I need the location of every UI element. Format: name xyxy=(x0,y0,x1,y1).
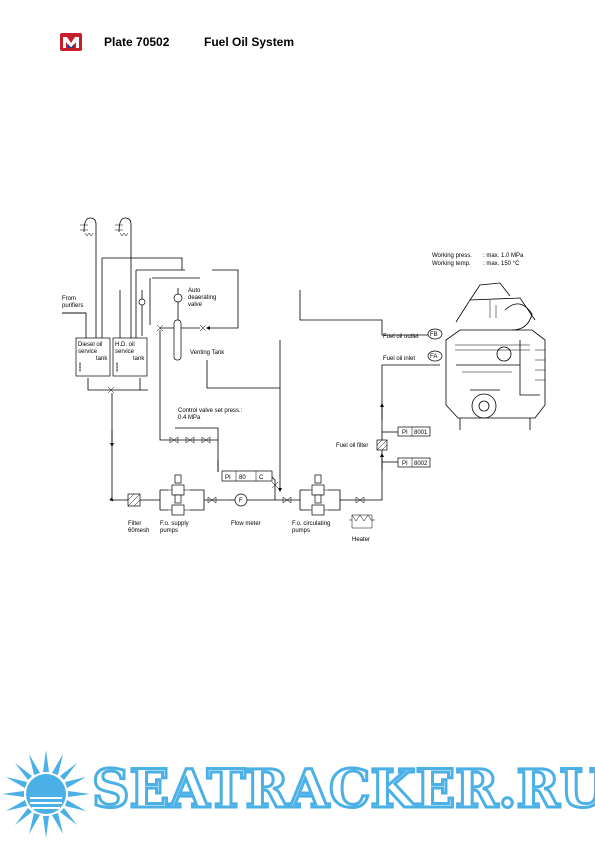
svg-text:tank: tank xyxy=(96,356,108,362)
pi-8001-indicator: PI 8001 xyxy=(397,426,431,437)
svg-text:Fuel oil filter: Fuel oil filter xyxy=(336,443,368,449)
svg-text:8002: 8002 xyxy=(414,461,428,467)
svg-text:deaerating: deaerating xyxy=(188,295,216,301)
diesel-oil-service-tank: Diesel oil service tank xyxy=(75,337,111,377)
flow-meter: F Flow meter xyxy=(231,493,261,527)
svg-text:Venting Tank: Venting Tank xyxy=(190,350,225,356)
svg-text:Working temp.: Working temp. xyxy=(432,261,471,267)
svg-text:Working press.: Working press. xyxy=(432,253,472,259)
svg-text:service: service xyxy=(78,349,98,355)
svg-text:Control valve set press.:: Control valve set press.: xyxy=(178,408,243,414)
control-valve-label: Control valve set press.: 0.4 MPa xyxy=(178,408,243,421)
svg-text:tank: tank xyxy=(133,356,145,362)
filter-60mesh: Filter 60mesh xyxy=(127,493,149,534)
fo-supply-pumps: F.o. supply pumps xyxy=(160,474,190,534)
watermark-text: SEATRACKER.RU xyxy=(90,759,595,820)
svg-text:PI: PI xyxy=(402,430,408,436)
svg-text:C: C xyxy=(259,475,264,481)
auto-deaerating-valve: Auto deaerating valve xyxy=(138,288,216,308)
svg-text:Fuel oil outlet: Fuel oil outlet xyxy=(383,334,419,340)
svg-text:: max. 1.0 MPa: : max. 1.0 MPa xyxy=(483,253,524,259)
svg-text:FA: FA xyxy=(430,354,437,360)
svg-text:0.4 MPa: 0.4 MPa xyxy=(178,415,201,421)
pi-8002-indicator: PI 8002 xyxy=(397,457,431,468)
fuel-oil-filter: Fuel oil filter xyxy=(336,439,388,451)
pi-80-indicator: PI 80 C xyxy=(221,470,273,482)
fuel-oil-inlet: Fuel oil inlet FA xyxy=(383,350,443,362)
svg-text:Diesel oil: Diesel oil xyxy=(78,342,102,348)
svg-text:pumps: pumps xyxy=(160,528,178,534)
svg-text:8001: 8001 xyxy=(414,430,428,436)
svg-text:Auto: Auto xyxy=(188,288,201,294)
vent-pipes xyxy=(80,217,132,340)
heater: Heater xyxy=(349,514,375,543)
from-purifiers-label-2: purifiers xyxy=(62,303,83,309)
fo-circulating-pumps: F.o. circulating pumps xyxy=(292,474,330,534)
svg-text:PI: PI xyxy=(402,461,408,467)
svg-text:PI: PI xyxy=(225,475,231,481)
svg-text:F: F xyxy=(239,498,243,504)
svg-text:Heater: Heater xyxy=(352,537,370,543)
svg-text:pumps: pumps xyxy=(292,528,310,534)
page-header: Plate 70502 Fuel Oil System xyxy=(60,30,294,54)
svg-text:60mesh: 60mesh xyxy=(128,528,149,534)
venting-tank: Venting Tank xyxy=(173,319,225,361)
svg-text:H.D. oil: H.D. oil xyxy=(115,342,135,348)
svg-text:F.o. circulating: F.o. circulating xyxy=(292,521,330,527)
plate-number: Plate 70502 xyxy=(104,35,170,49)
from-purifiers-label: From xyxy=(62,296,76,302)
svg-text:FB: FB xyxy=(430,332,438,338)
fuel-oil-outlet: Fuel oil outlet FB xyxy=(383,328,443,340)
svg-text:Fuel oil inlet: Fuel oil inlet xyxy=(383,356,415,362)
svg-text:: max. 150 °C: : max. 150 °C xyxy=(483,261,520,267)
svg-text:Flow meter: Flow meter xyxy=(231,521,261,527)
page-title: Fuel Oil System xyxy=(204,35,295,49)
svg-text:F.o. supply: F.o. supply xyxy=(160,521,189,527)
working-conditions: Working press. : max. 1.0 MPa Working te… xyxy=(432,253,524,267)
svg-text:service: service xyxy=(115,349,135,355)
hd-oil-service-tank: H.D. oil service tank xyxy=(112,337,148,377)
svg-text:80: 80 xyxy=(239,475,246,481)
watermark-sun-logo-icon xyxy=(2,750,90,838)
maker-logo-icon xyxy=(60,33,82,51)
valves xyxy=(107,324,365,504)
svg-text:Filter: Filter xyxy=(128,521,141,527)
engine-drawing xyxy=(445,282,546,430)
svg-text:valve: valve xyxy=(188,302,203,308)
